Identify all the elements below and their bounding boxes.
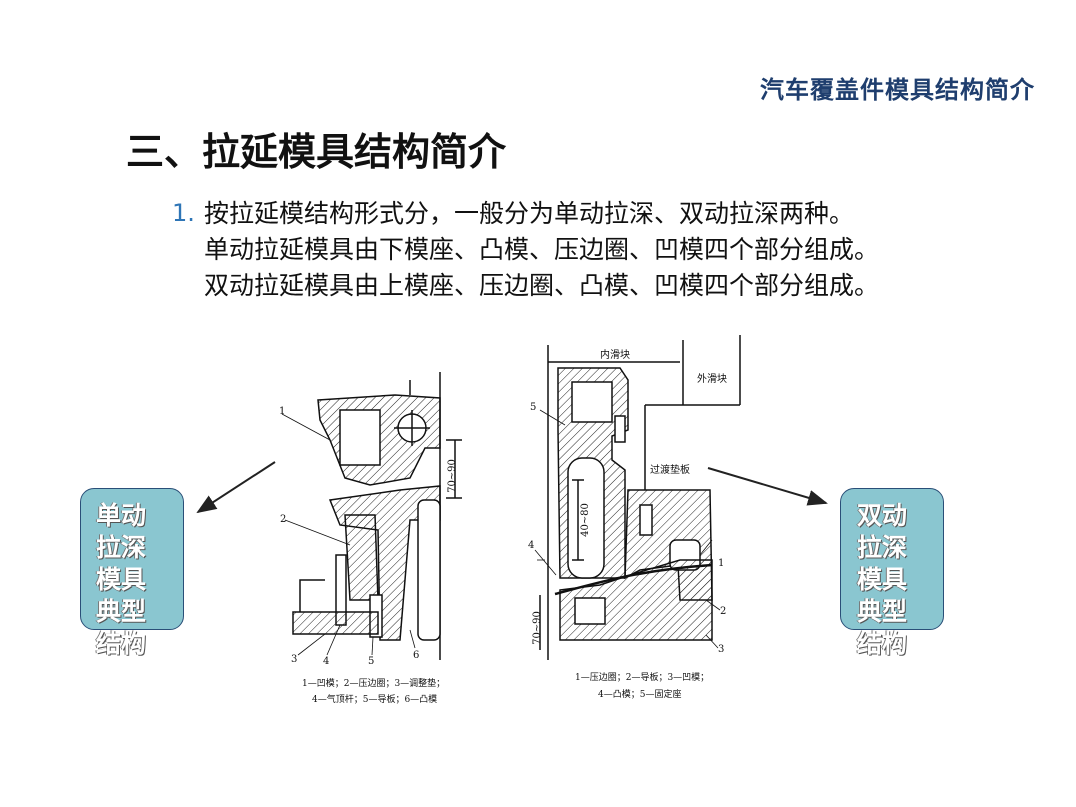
right-label-1: 1 [718,558,724,569]
point-line-1: 按拉延模结构形式分，一般分为单动拉深、双动拉深两种。 [204,199,855,228]
point-line-3: 双动拉延模具由上模座、压边圈、凸模、凹模四个部分组成。 [204,271,880,300]
section-title: 三、拉延模具结构简介 [126,130,507,174]
double-action-box-label: 双动拉深模具典型结构 [857,501,908,658]
right-label-5: 5 [530,402,536,413]
point-number: 1. [172,199,195,227]
right-caption-line2: 4—凸模；5—固定座 [598,688,681,700]
left-label-1: 1 [279,406,285,417]
double-action-box [840,488,944,630]
right-label-2: 2 [720,606,726,617]
double-action-die-drawing [534,335,741,660]
transition-pad-label: 过渡垫板 [650,463,690,476]
right-label-3: 3 [718,644,724,655]
left-caption-line1: 1—凹模；2—压边圈；3—调整垫； [302,677,445,689]
right-caption-line1: 1—压边圈；2—导板；3—凹模； [575,671,709,683]
point-text: 按拉延模结构形式分，一般分为单动拉深、双动拉深两种。 单动拉延模具由下模座、凸模… [204,196,879,304]
left-label-3: 3 [291,654,297,665]
right-arrow [707,467,828,506]
right-dimension-vertical: 40~80 [580,503,591,537]
left-label-6: 6 [413,650,419,661]
outer-slider-label: 外滑块 [697,373,727,385]
left-label-5: 5 [368,656,374,667]
slide-header-title: 汽车覆盖件模具结构简介 [760,76,1035,104]
left-dimension: 70~90 [447,459,458,493]
left-label-4: 4 [323,656,329,667]
single-action-die-drawing [281,372,462,660]
left-caption-line2: 4—气顶杆；5—导板；6—凸模 [312,693,437,705]
right-dimension-bottom: 70~90 [532,611,543,645]
single-action-box-label: 单动拉深模具典型结构 [96,501,147,658]
left-arrow [196,461,276,514]
right-label-4: 4 [528,540,534,551]
left-label-2: 2 [280,514,286,525]
single-action-box [80,488,184,630]
inner-slider-label: 内滑块 [600,348,630,361]
point-line-2: 单动拉延模具由下模座、凸模、压边圈、凹模四个部分组成。 [204,235,880,264]
